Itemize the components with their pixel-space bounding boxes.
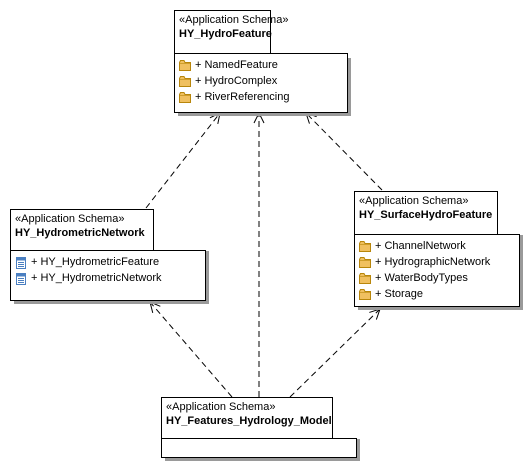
package-body: + ChannelNetwork + HydrographicNetwork + W… <box>354 234 520 307</box>
package-stereotype: «Application Schema» <box>166 401 276 413</box>
package-item-label: + HY_HydrometricNetwork <box>31 272 162 284</box>
package-item[interactable]: + RiverReferencing <box>179 89 343 105</box>
package-item-label: + ChannelNetwork <box>375 240 466 252</box>
package-item-label: + HydroComplex <box>195 75 278 87</box>
package-name: HY_Features_Hydrology_Model <box>166 415 332 427</box>
package-name: HY_HydrometricNetwork <box>15 227 145 239</box>
package-item[interactable]: + NamedFeature <box>179 57 343 73</box>
folder-icon <box>179 75 191 87</box>
package-item[interactable]: + HydroComplex <box>179 73 343 89</box>
package-item-label: + HY_HydrometricFeature <box>31 256 160 268</box>
package-stereotype: «Application Schema» <box>15 213 125 225</box>
diagram-icon <box>15 256 27 269</box>
package-item-label: + RiverReferencing <box>195 91 290 103</box>
package-item[interactable]: + HydrographicNetwork <box>359 254 515 270</box>
package-hy-hydrometricnetwork[interactable]: «Application Schema» HY_HydrometricNetwo… <box>10 209 209 304</box>
dependency-arrow-surface-to-hydrofeature <box>306 113 383 191</box>
package-items: + ChannelNetwork + HydrographicNetwork + W… <box>359 238 515 302</box>
package-body <box>161 438 357 458</box>
package-stereotype: «Application Schema» <box>179 14 289 26</box>
dependency-arrow-model-to-network <box>150 302 233 398</box>
folder-icon <box>359 240 371 252</box>
package-item[interactable]: + HY_HydrometricFeature <box>15 254 201 270</box>
dependency-arrow-model-to-surface <box>289 309 380 398</box>
dependency-arrow-network-to-hydrofeature <box>145 113 220 209</box>
package-tab: «Application Schema» HY_Features_Hydrolo… <box>161 397 333 439</box>
package-item[interactable]: + Storage <box>359 286 515 302</box>
package-name: HY_SurfaceHydroFeature <box>359 209 493 221</box>
package-item[interactable]: + HY_HydrometricNetwork <box>15 270 201 286</box>
package-name: HY_HydroFeature <box>179 28 272 40</box>
package-item[interactable]: + ChannelNetwork <box>359 238 515 254</box>
package-body: + NamedFeature + HydroComplex + RiverRefer… <box>174 53 348 113</box>
folder-icon <box>359 288 371 300</box>
package-tab: «Application Schema» HY_HydrometricNetwo… <box>10 209 154 251</box>
diagram-icon <box>15 272 27 285</box>
package-item-label: + NamedFeature <box>195 59 278 71</box>
folder-icon <box>359 272 371 284</box>
package-body: + HY_HydrometricFeature + HY_HydrometricN… <box>10 250 206 301</box>
package-hy-surfacehydrofeature[interactable]: «Application Schema» HY_SurfaceHydroFeat… <box>354 191 523 310</box>
package-hy-features-hydrology-model[interactable]: «Application Schema» HY_Features_Hydrolo… <box>161 397 360 461</box>
package-hy-hydrofeature[interactable]: «Application Schema» HY_HydroFeature + N… <box>174 10 351 116</box>
package-items: + NamedFeature + HydroComplex + RiverRefer… <box>179 57 343 105</box>
folder-icon <box>359 256 371 268</box>
package-stereotype: «Application Schema» <box>359 195 469 207</box>
package-item-label: + Storage <box>375 288 424 300</box>
package-item-label: + HydrographicNetwork <box>375 256 491 268</box>
package-item[interactable]: + WaterBodyTypes <box>359 270 515 286</box>
folder-icon <box>179 59 191 71</box>
package-items: + HY_HydrometricFeature + HY_HydrometricN… <box>15 254 201 286</box>
package-tab: «Application Schema» HY_HydroFeature <box>174 10 289 54</box>
package-item-label: + WaterBodyTypes <box>375 272 468 284</box>
folder-icon <box>179 91 191 103</box>
package-tab: «Application Schema» HY_SurfaceHydroFeat… <box>354 191 498 235</box>
